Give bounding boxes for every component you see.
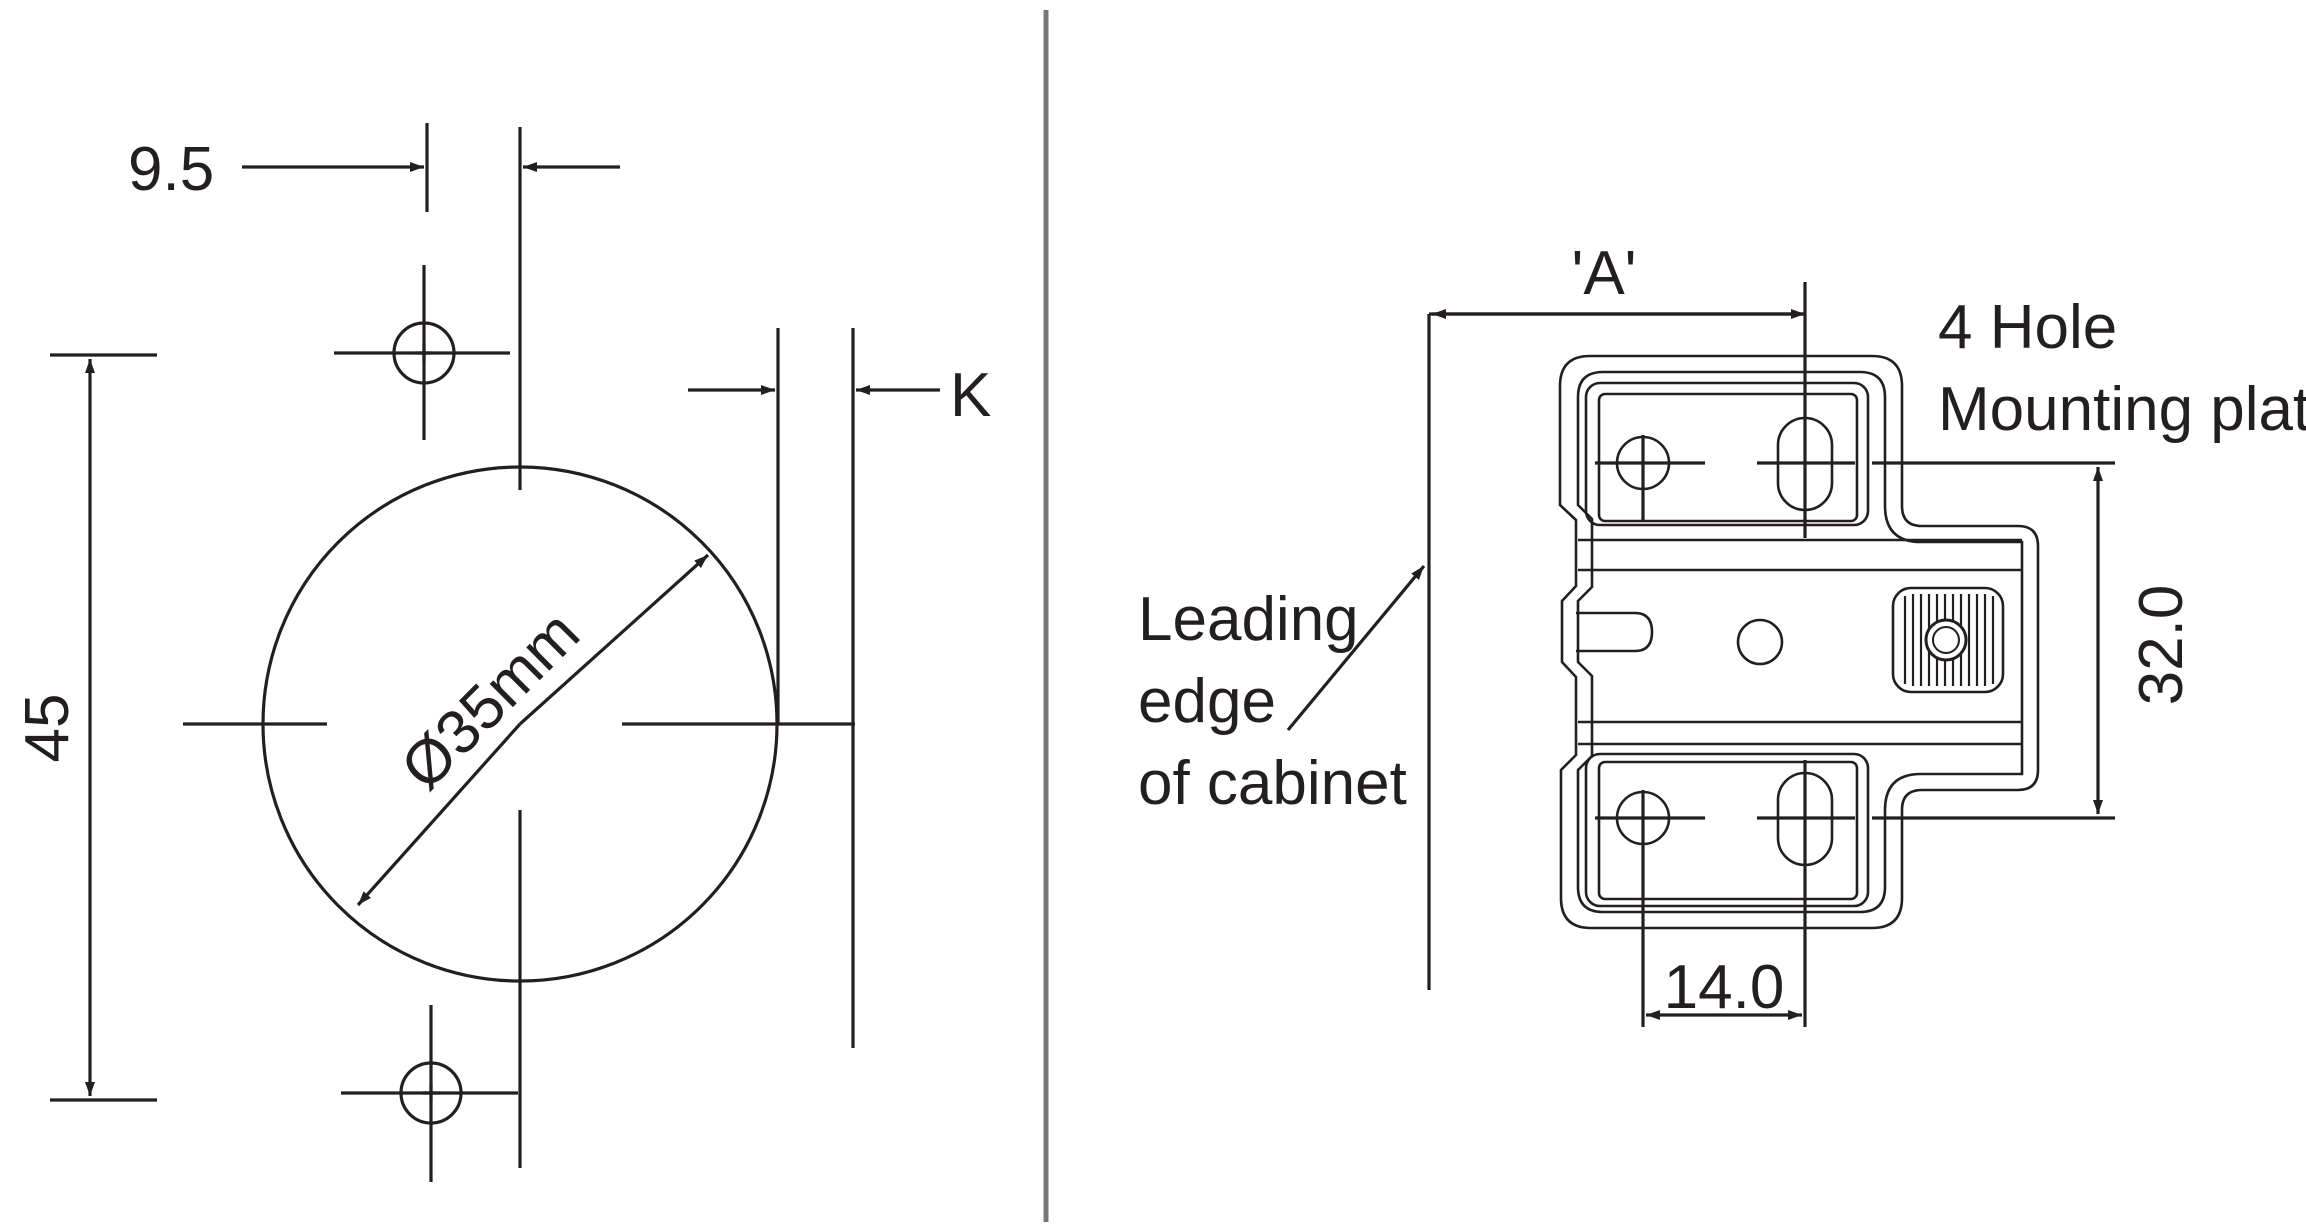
plate-title-line1: 4 Hole — [1938, 293, 2117, 362]
plate-title-line2: Mounting plate — [1938, 375, 2306, 444]
dimension-9-5: 9.5 — [128, 123, 620, 490]
dimension-a: 'A' — [1429, 239, 1807, 538]
edge-leader — [1286, 564, 1426, 732]
edge-label-line3: of cabinet — [1138, 749, 1407, 818]
upper-screw-hole — [334, 265, 510, 440]
dimension-45: 45 — [13, 353, 157, 1102]
left-drilling-view: 9.5 45 — [13, 123, 991, 1182]
dimension-14: 14.0 — [1646, 953, 1802, 1022]
edge-label-line2: edge — [1138, 667, 1276, 736]
dim-32-label: 32.0 — [2127, 585, 2196, 706]
right-mounting-plate-view: 'A' 4 Hole Mounting plate Leading edge o… — [1138, 239, 2306, 1027]
dimension-k: K — [688, 328, 991, 1048]
dim-45-label: 45 — [13, 694, 82, 763]
edge-label-line1: Leading — [1138, 585, 1359, 654]
dim-14-label: 14.0 — [1664, 953, 1785, 1022]
dimension-32: 32.0 — [1872, 461, 2196, 820]
lower-screw-hole — [341, 1005, 518, 1182]
cup-hole: Ø35mm — [183, 465, 855, 1168]
mounting-plate — [1558, 354, 2040, 1027]
dim-9-5-label: 9.5 — [128, 135, 214, 204]
dim-a-label: 'A' — [1571, 239, 1636, 308]
dim-k-label: K — [950, 361, 991, 430]
dim-diameter-label: Ø35mm — [388, 598, 593, 803]
